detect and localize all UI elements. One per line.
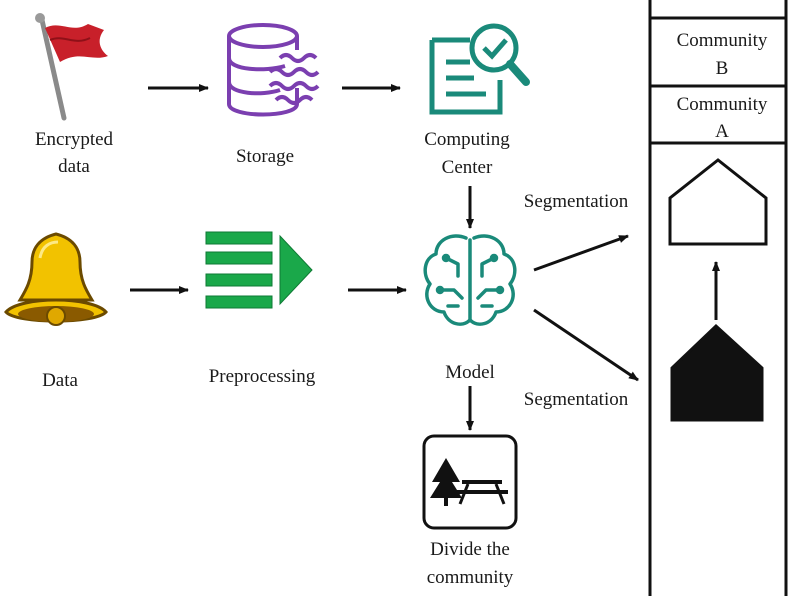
house-filled-icon <box>670 323 764 422</box>
segmentation-label-top: Segmentation <box>524 191 629 212</box>
red-flag-icon <box>35 13 108 121</box>
divide-community-label-line1: Divide the <box>430 539 510 560</box>
community-b-label-line2: B <box>716 58 729 79</box>
community-a-label-line2: A <box>715 121 729 142</box>
document-search-icon <box>429 23 530 115</box>
house-outline-icon <box>668 158 768 246</box>
community-a-label-line1: Community <box>677 94 768 115</box>
storage-label: Storage <box>236 146 294 167</box>
arrow-model-to-community-a <box>533 234 629 272</box>
encrypted-data-label-line1: Encrypted <box>35 129 114 150</box>
encrypted-data-label-line2: data <box>58 156 90 177</box>
arrow-model-to-community-b <box>533 308 639 382</box>
community-b-label-line1: Community <box>677 30 768 51</box>
forward-arrow-list-icon <box>205 231 313 309</box>
community-column <box>648 0 788 596</box>
brain-circuit-icon <box>423 234 517 326</box>
computing-center-label-line1: Computing <box>424 129 510 150</box>
segmentation-label-bottom: Segmentation <box>524 389 629 410</box>
preprocessing-label: Preprocessing <box>209 366 316 387</box>
divide-community-label-line2: community <box>427 567 514 588</box>
data-label: Data <box>42 370 78 391</box>
database-icon <box>227 23 320 117</box>
picnic-park-icon <box>422 434 518 530</box>
model-label: Model <box>445 362 495 383</box>
computing-center-label-line2: Center <box>442 157 493 178</box>
bell-icon <box>4 232 108 326</box>
